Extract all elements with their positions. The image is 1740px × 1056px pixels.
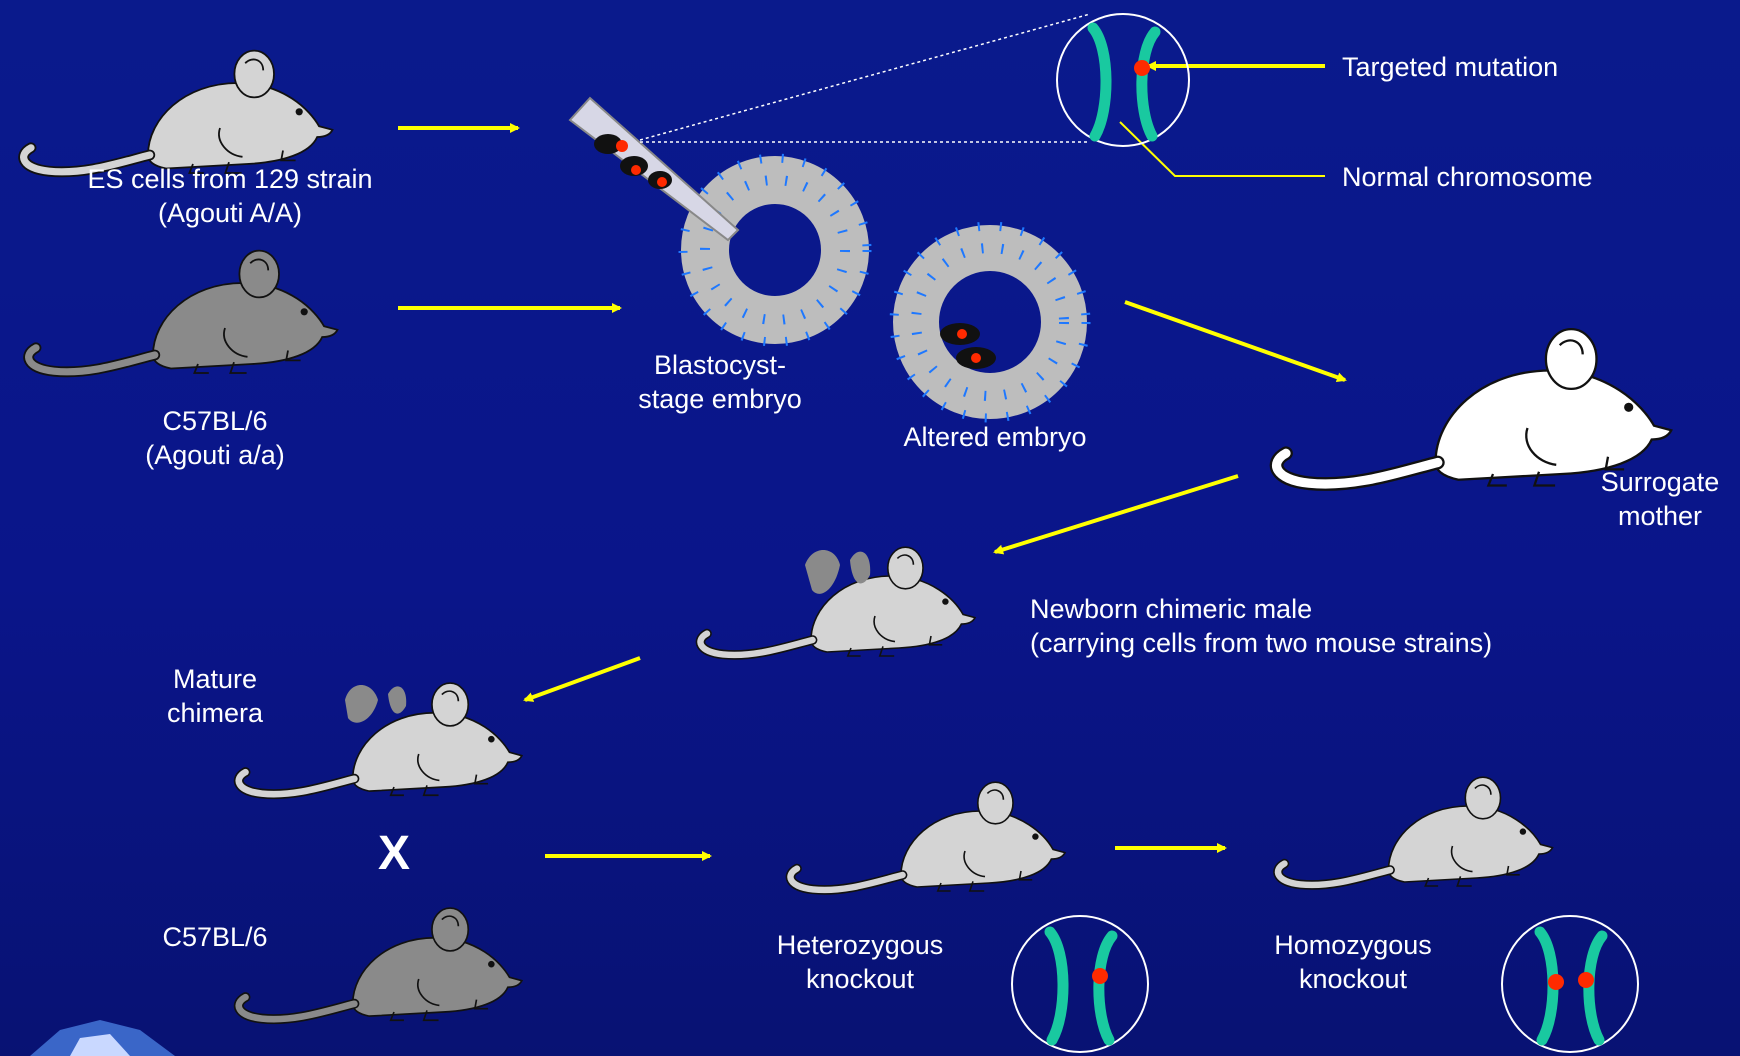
surrogate-mother-label: mother	[1580, 499, 1740, 533]
homozygous-knockout-label: knockout	[1243, 962, 1463, 996]
newborn-chimera-label: Newborn chimeric male	[1030, 592, 1550, 626]
homozygous-chromosome-icon	[1502, 916, 1638, 1052]
c57-label: C57BL/6	[100, 404, 330, 438]
logo-icon	[30, 1020, 175, 1056]
homozygous-label: Homozygous	[1243, 928, 1463, 962]
homozygous-mouse-icon	[1278, 777, 1553, 886]
c57-mouse-icon	[29, 251, 338, 373]
mature-chimera-label-2: chimera	[140, 696, 290, 730]
blastocyst-stage-label: stage embryo	[615, 382, 825, 416]
c57-genotype-label: (Agouti a/a)	[100, 438, 330, 472]
normal-chromosome-label: Normal chromosome	[1342, 160, 1642, 194]
blastocyst-label: Blastocyst-	[615, 348, 825, 382]
heterozygous-knockout-label: knockout	[750, 962, 970, 996]
es-cells-genotype-label: (Agouti A/A)	[60, 196, 400, 230]
mature-chimera-label: Mature	[140, 662, 290, 696]
es-cell-mouse-icon	[24, 51, 333, 173]
targeted-mutation-label: Targeted mutation	[1342, 50, 1602, 84]
newborn-chimera-description: (carrying cells from two mouse strains)	[1030, 626, 1550, 660]
altered-embryo-label: Altered embryo	[885, 420, 1105, 454]
surrogate-label: Surrogate	[1580, 465, 1740, 499]
heterozygous-mouse-icon	[790, 782, 1065, 891]
arrow-icon	[398, 66, 1345, 856]
cross-symbol: X	[378, 826, 410, 881]
surrogate-mouse-icon	[1277, 329, 1672, 485]
heterozygous-label: Heterozygous	[750, 928, 970, 962]
altered-embryo-icon	[894, 226, 1086, 418]
c57-bottom-label: C57BL/6	[140, 920, 290, 954]
es-cells-label: ES cells from 129 strain	[60, 162, 400, 196]
blastocyst-icon	[683, 158, 867, 342]
heterozygous-chromosome-icon	[1012, 916, 1148, 1052]
chimera-patch-icon	[345, 550, 870, 723]
